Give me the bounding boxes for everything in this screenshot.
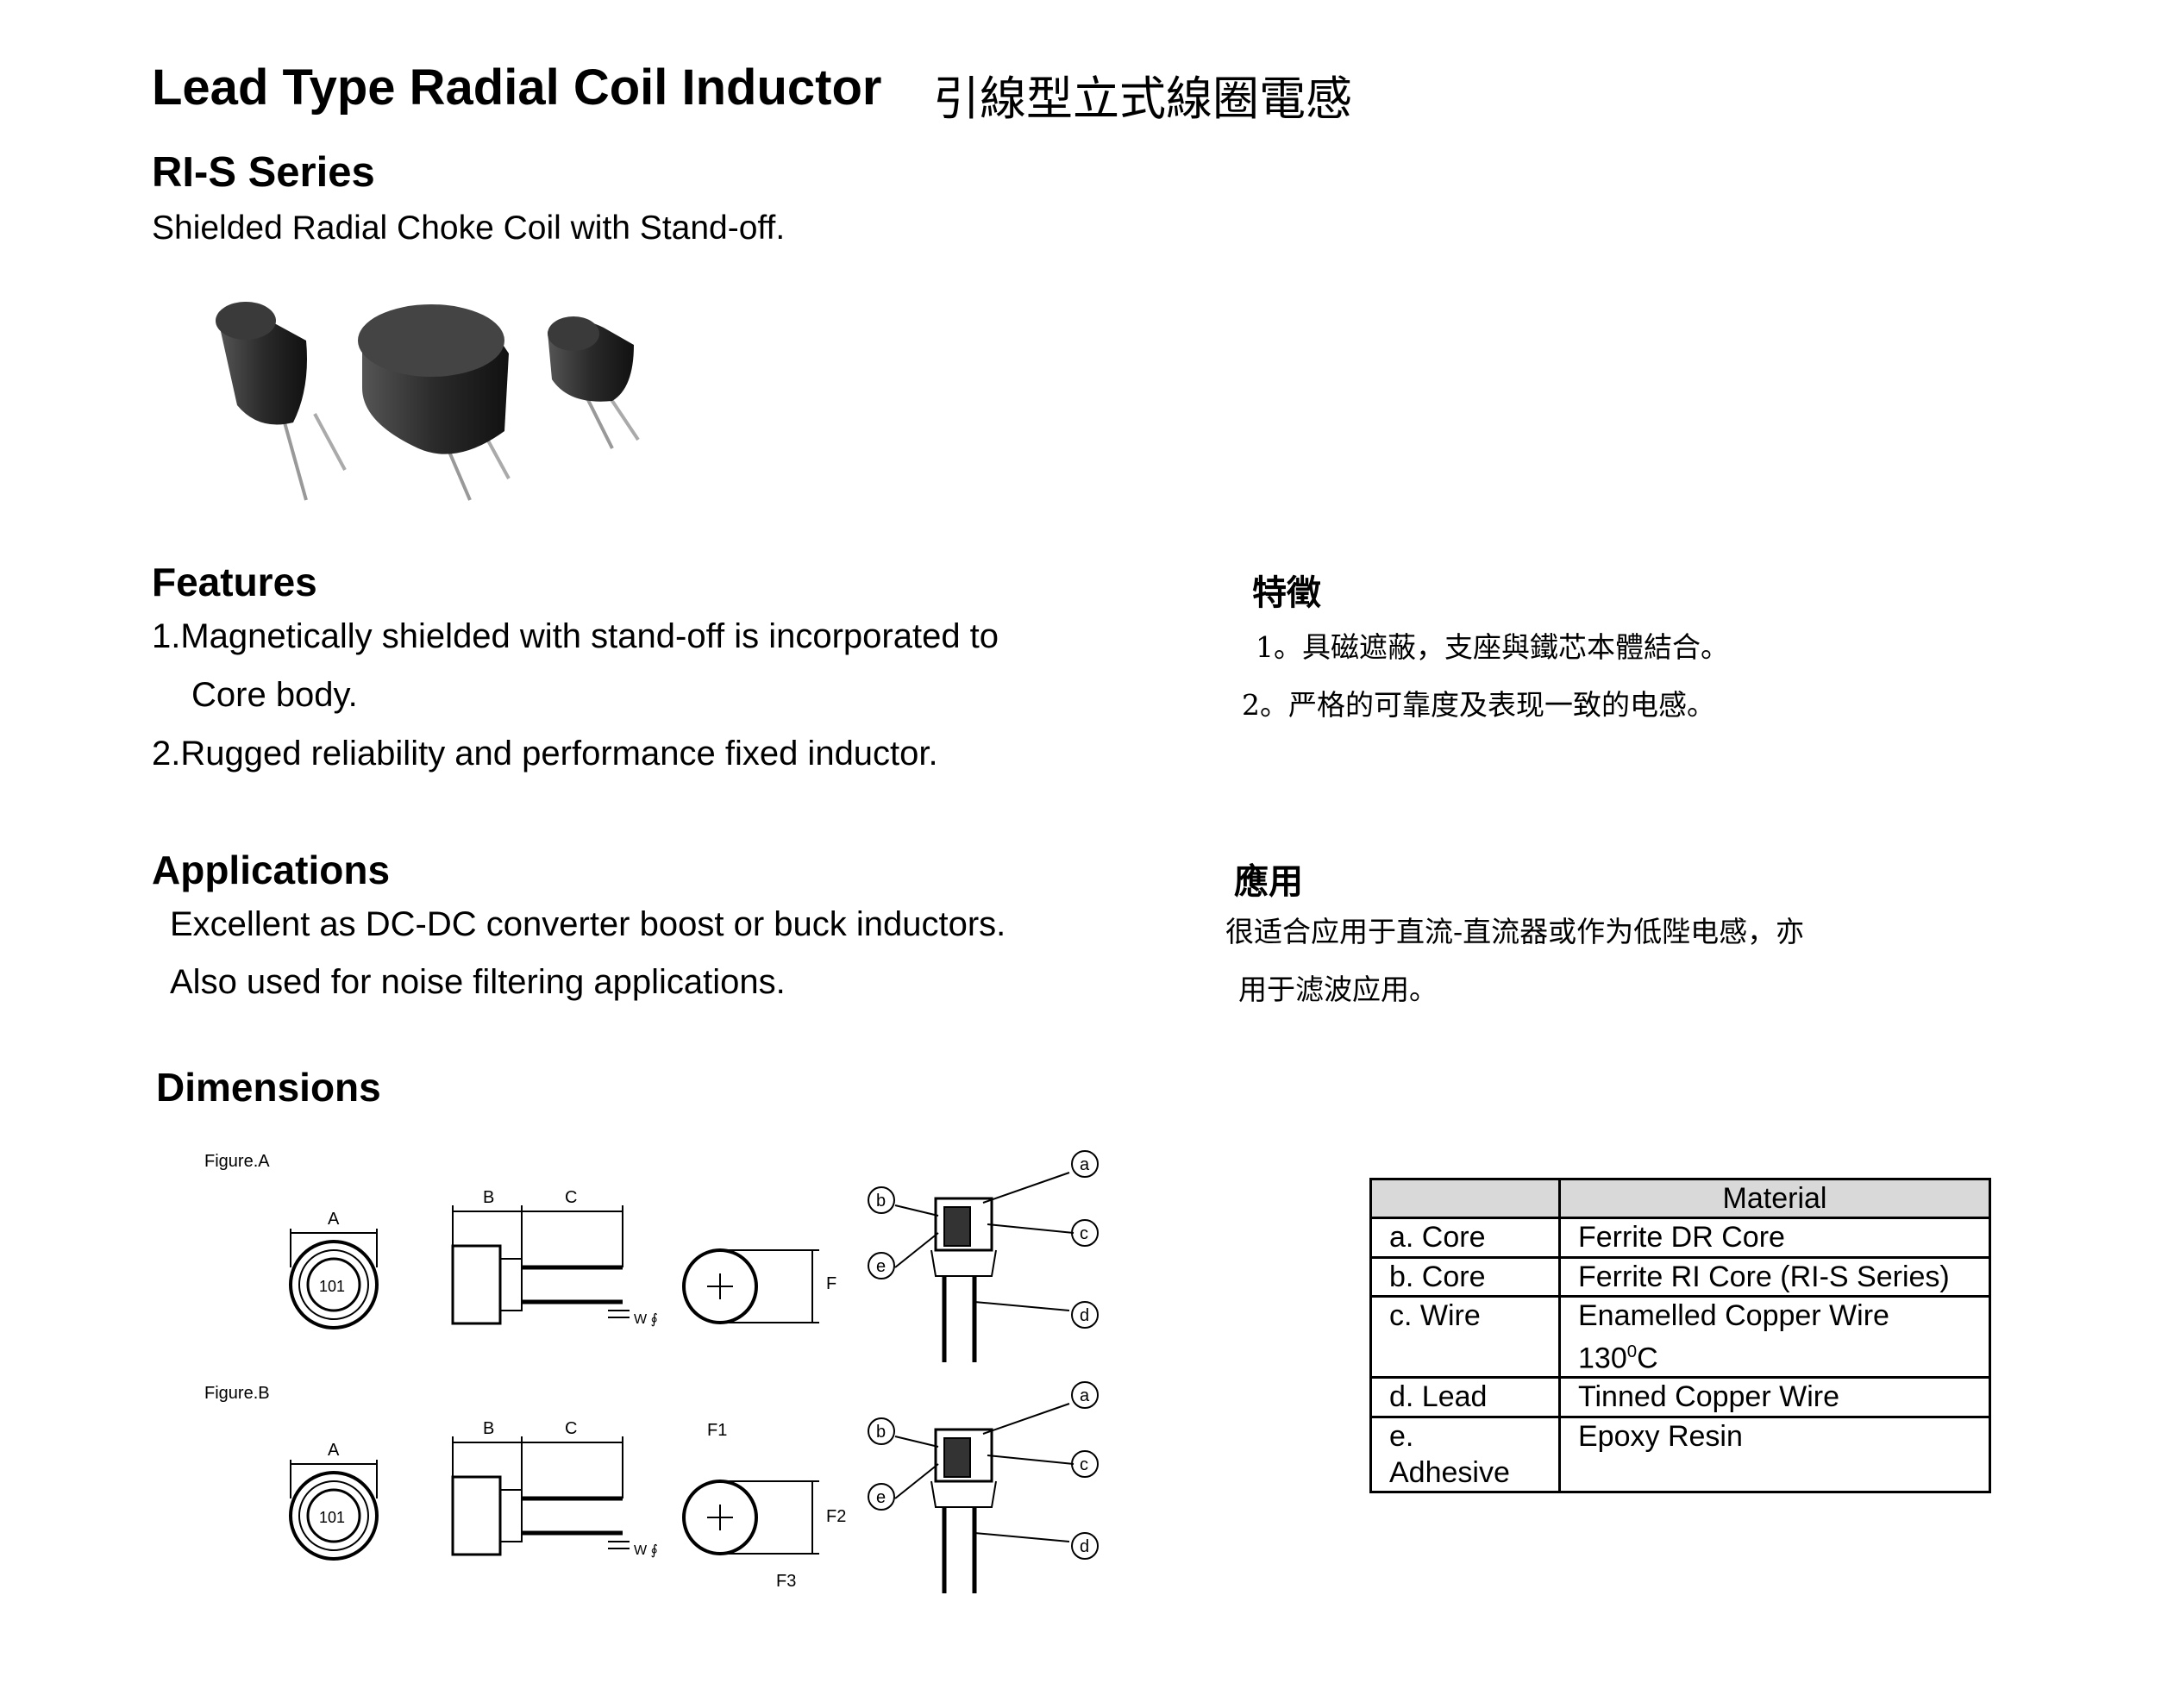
application-item: Excellent as DC-DC converter boost or bu… <box>170 905 1006 943</box>
material-cell: Epoxy Resin <box>1558 1416 1991 1494</box>
table-row: e.Adhesive Epoxy Resin <box>1369 1416 1991 1494</box>
feature-item: Core body. <box>191 676 358 714</box>
part-cell: c. Wire <box>1369 1294 1561 1380</box>
part-line: Adhesive <box>1389 1456 1510 1490</box>
dim-label-f: F <box>826 1274 836 1293</box>
dim-label-b: B <box>483 1188 494 1207</box>
degree-sup: 0 <box>1626 1342 1638 1361</box>
dim-label-c: C <box>565 1419 577 1438</box>
dim-label-f1: F1 <box>707 1421 727 1440</box>
application-item: Also used for noise filtering applicatio… <box>170 963 786 1001</box>
callout-b: b <box>876 1423 886 1442</box>
dim-label-c: C <box>565 1188 577 1207</box>
page-title-cn: 引線型立式線圈電感 <box>933 72 1352 126</box>
callout-c: c <box>1080 1224 1088 1243</box>
dim-label-f3: F3 <box>776 1572 796 1591</box>
features-heading: Features <box>152 560 317 604</box>
dim-label-w: W ∮ <box>634 1312 658 1327</box>
inductor-large-middle <box>358 304 511 501</box>
callout-b: b <box>876 1192 886 1211</box>
table-row: a. Core Ferrite DR Core <box>1369 1217 1991 1259</box>
feature-item-cn: 2。严格的可靠度及表现一致的电感。 <box>1242 688 1715 722</box>
dimensions-heading: Dimensions <box>156 1065 381 1110</box>
callout-a: a <box>1080 1155 1090 1174</box>
applications-heading: Applications <box>152 848 391 892</box>
material-cell: Ferrite DR Core <box>1558 1217 1991 1259</box>
material-cell: Tinned Copper Wire <box>1558 1376 1991 1419</box>
application-item-cn: 很适合应用于直流-直流器或作为低陛电感，亦 <box>1225 915 1805 948</box>
material-cell: Enamelled Copper Wire 1300C <box>1558 1294 1991 1380</box>
dim-label-a: A <box>328 1210 340 1229</box>
dim-label-w: W ∮ <box>634 1543 658 1558</box>
material-line: Enamelled Copper Wire <box>1578 1299 1889 1332</box>
part-line: e. <box>1389 1420 1414 1454</box>
inductor-small-left <box>216 302 347 501</box>
series-name: RI-S Series <box>152 149 375 196</box>
dim-label-f2: F2 <box>826 1507 846 1526</box>
header-part <box>1369 1178 1561 1219</box>
temperature-value: 130 <box>1578 1342 1627 1375</box>
dim-label-b: B <box>483 1419 494 1438</box>
table-header: Material <box>1369 1178 1991 1219</box>
inductor-small-right <box>548 316 640 449</box>
page-title: Lead Type Radial Coil Inductor <box>152 59 882 116</box>
figure-b-label: Figure.B <box>204 1384 270 1403</box>
subtitle: Shielded Radial Choke Coil with Stand-of… <box>152 210 786 247</box>
part-cell: b. Core <box>1369 1256 1561 1298</box>
callout-a: a <box>1080 1386 1090 1405</box>
feature-item-cn: 1。具磁遮蔽，支座與鐵芯本體結合。 <box>1256 630 1729 664</box>
applications-heading-cn: 應用 <box>1234 862 1303 902</box>
application-item-cn: 用于滤波应用。 <box>1238 973 1438 1006</box>
table-row: b. Core Ferrite RI Core (RI-S Series) <box>1369 1256 1991 1298</box>
callout-c: c <box>1080 1455 1088 1474</box>
dimension-drawings: Figure.A Figure.B A B C F W ∮ 101 A B <box>204 1150 1121 1621</box>
temperature-unit: C <box>1637 1342 1658 1375</box>
callout-e: e <box>876 1488 886 1507</box>
part-cell: a. Core <box>1369 1217 1561 1259</box>
part-cell: e.Adhesive <box>1369 1416 1561 1494</box>
marking-text: 101 <box>319 1509 345 1526</box>
figure-a-label: Figure.A <box>204 1152 270 1171</box>
features-heading-cn: 特徵 <box>1252 573 1321 613</box>
callout-d: d <box>1080 1306 1089 1325</box>
feature-item: 1.Magnetically shielded with stand-off i… <box>152 617 999 655</box>
dim-label-a: A <box>328 1441 340 1460</box>
material-cell: Ferrite RI Core (RI-S Series) <box>1558 1256 1991 1298</box>
material-table: Material a. Core Ferrite DR Core b. Core… <box>1369 1178 1991 1494</box>
feature-item: 2.Rugged reliability and performance fix… <box>152 735 938 773</box>
product-photo <box>216 302 640 501</box>
table-row: c. Wire Enamelled Copper Wire 1300C <box>1369 1294 1991 1380</box>
callout-e: e <box>876 1257 886 1276</box>
callout-d: d <box>1080 1537 1089 1556</box>
header-material: Material <box>1558 1178 1991 1219</box>
part-cell: d. Lead <box>1369 1376 1561 1419</box>
marking-text: 101 <box>319 1278 345 1295</box>
table-row: d. Lead Tinned Copper Wire <box>1369 1376 1991 1419</box>
